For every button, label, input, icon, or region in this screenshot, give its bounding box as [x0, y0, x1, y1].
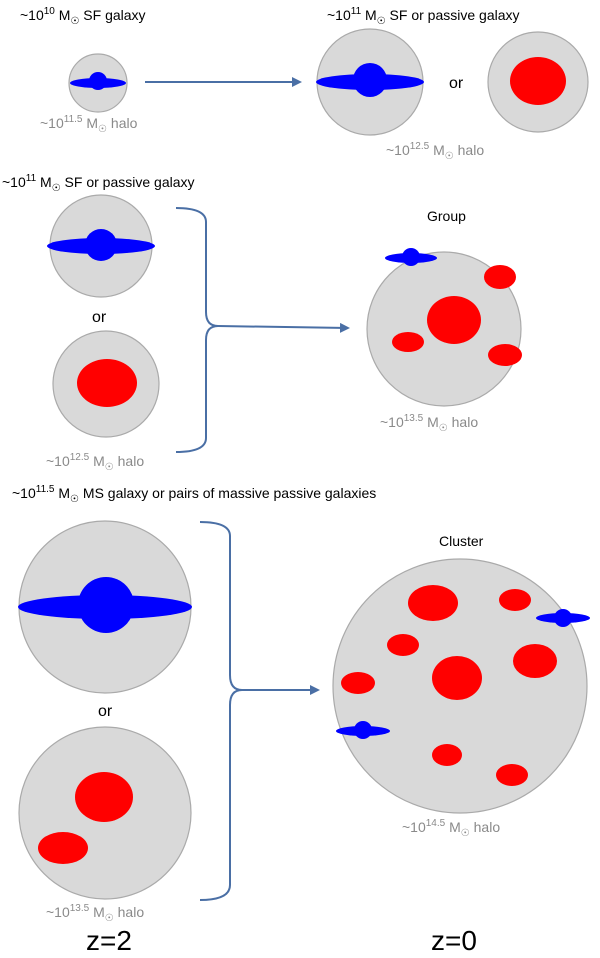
row1-right-label: ~1011 M☉ SF or passive galaxy [327, 6, 520, 27]
or-row3: or [98, 703, 113, 720]
cluster-title: Cluster [439, 533, 484, 549]
passive-galaxy-row1 [510, 57, 566, 105]
sf-galaxy-cluster [536, 609, 590, 627]
passive-galaxy-row3 [75, 772, 133, 822]
row1-right-halo-label: ~1012.5 M☉ halo [386, 141, 484, 162]
brace-row3 [199, 521, 243, 901]
passive-galaxy-row2 [77, 359, 137, 407]
sf-galaxy-row1-small [70, 72, 126, 90]
row3-left-label: ~1011.5 M☉ MS galaxy or pairs of massive… [12, 484, 376, 505]
group-title: Group [427, 208, 466, 224]
sf-galaxy-row2 [47, 229, 155, 261]
cluster-halo-label: ~1014.5 M☉ halo [402, 818, 500, 839]
passive-galaxy-cluster [408, 585, 458, 621]
row1-left-halo-label: ~1011.5 M☉ halo [40, 114, 138, 135]
brace-row2 [175, 207, 219, 453]
passive-galaxy-cluster [341, 672, 375, 694]
sf-galaxy-group [385, 248, 437, 266]
redshift-label-z2: z=2 [86, 925, 132, 956]
or-row1: or [449, 75, 464, 92]
passive-galaxy-cluster-central [432, 656, 482, 700]
passive-galaxy-cluster [499, 589, 531, 611]
sf-galaxy-cluster [336, 721, 390, 739]
sf-galaxy-row3 [18, 577, 192, 633]
row2-left-halo-label: ~1012.5 M☉ halo [46, 452, 144, 473]
passive-galaxy-row3 [38, 832, 88, 864]
arrow-row2 [217, 322, 350, 333]
passive-galaxy-cluster [496, 764, 528, 786]
or-row2: or [92, 309, 107, 326]
passive-galaxy-cluster [513, 644, 557, 678]
passive-galaxy-cluster [387, 634, 419, 656]
group-halo-label: ~1013.5 M☉ halo [380, 413, 478, 434]
passive-galaxy-group [484, 265, 516, 289]
passive-galaxy-group [488, 344, 522, 366]
row1-left-label: ~1010 M☉ SF galaxy [20, 6, 146, 27]
passive-galaxy-group [392, 332, 424, 352]
passive-galaxy-cluster [432, 744, 462, 766]
redshift-label-z0: z=0 [431, 925, 477, 956]
sf-galaxy-row1 [316, 63, 424, 97]
sun-symbol-icon: ☉ [70, 16, 79, 27]
row2-left-label: ~1011 M☉ SF or passive galaxy [2, 173, 195, 194]
row3-left-halo-label: ~1013.5 M☉ halo [46, 903, 144, 924]
passive-galaxy-group-central [427, 296, 481, 344]
